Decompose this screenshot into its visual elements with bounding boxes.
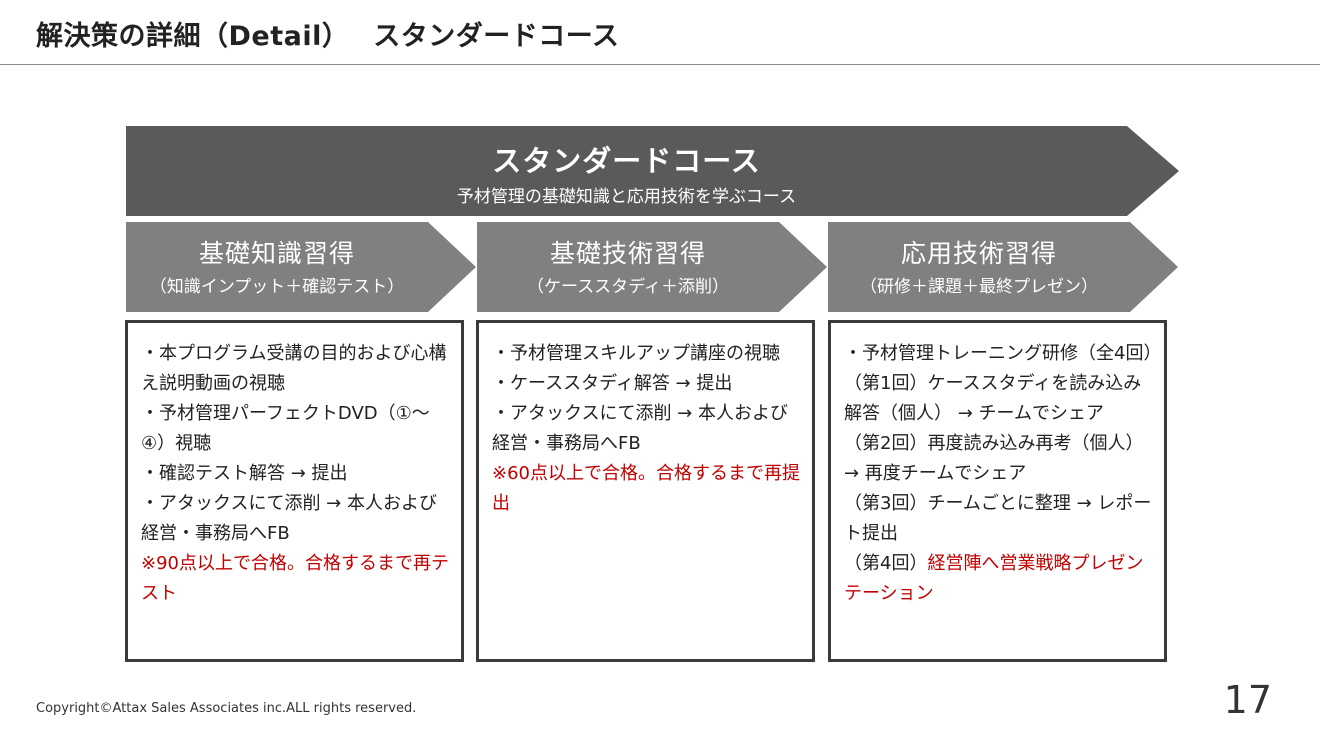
list-item: （第3回）チームごとに整理 → レポート提出 bbox=[844, 493, 1152, 544]
detail-box-basic-skills: ・予材管理スキルアップ講座の視聴 ・ケーススタディ解答 → 提出 ・アタックスに… bbox=[476, 320, 815, 662]
final-presentation-note: 経営陣へ営業戦略プレゼンテーション bbox=[844, 553, 1144, 604]
phase-title: 応用技術習得 bbox=[900, 239, 1057, 268]
title-divider bbox=[0, 64, 1320, 65]
copyright-text: Copyright©Attax Sales Associates inc.ALL… bbox=[36, 701, 417, 716]
phase-subtitle: （研修＋課題＋最終プレゼン） bbox=[860, 277, 1098, 297]
phase-subtitle: （ケーススタディ＋添削） bbox=[527, 277, 729, 297]
banner-title: スタンダードコース bbox=[492, 144, 761, 178]
course-banner: スタンダードコース 予材管理の基礎知識と応用技術を学ぶコース bbox=[126, 126, 1179, 216]
page-number: 17 bbox=[1223, 678, 1272, 722]
list-item: ・アタックスにて添削 → 本人および経営・事務局へFB bbox=[141, 493, 437, 544]
list-item: （第1回）ケーススタディを読み込み解答（個人） → チームでシェア bbox=[844, 373, 1142, 424]
phase-title: 基礎技術習得 bbox=[549, 239, 706, 268]
phase-subtitle: （知識インプット＋確認テスト） bbox=[149, 277, 405, 297]
list-item: ・予材管理パーフェクトDVD（①～④）視聴 bbox=[141, 403, 430, 454]
phase-title: 基礎知識習得 bbox=[198, 239, 355, 268]
page-title-course: スタンダードコース bbox=[373, 21, 620, 52]
pass-criteria-note: ※60点以上で合格。合格するまで再提出 bbox=[492, 463, 800, 514]
list-item: ・ケーススタディ解答 → 提出 bbox=[492, 373, 733, 394]
list-item: ・確認テスト解答 → 提出 bbox=[141, 463, 348, 484]
phase-arrow-basic-skills: 基礎技術習得 （ケーススタディ＋添削） bbox=[477, 222, 827, 312]
list-item-final-session: （第4回）経営陣へ営業戦略プレゼンテーション bbox=[844, 549, 1154, 609]
list-item: ・予材管理トレーニング研修（全4回） bbox=[844, 343, 1162, 364]
phase-arrow-applied-skills: 応用技術習得 （研修＋課題＋最終プレゼン） bbox=[828, 222, 1178, 312]
page-title-main: 解決策の詳細（Detail） bbox=[36, 21, 336, 52]
list-item: （第2回）再度読み込み再考（個人） → 再度チームでシェア bbox=[844, 433, 1144, 484]
detail-box-knowledge: ・本プログラム受講の目的および心構え説明動画の視聴 ・予材管理パーフェクトDVD… bbox=[125, 320, 464, 662]
pass-criteria-note: ※90点以上で合格。合格するまで再テスト bbox=[141, 553, 449, 604]
detail-box-applied-skills: ・予材管理トレーニング研修（全4回） （第1回）ケーススタディを読み込み解答（個… bbox=[828, 320, 1167, 662]
session-label: （第4回） bbox=[844, 553, 928, 574]
phase-arrow-knowledge: 基礎知識習得 （知識インプット＋確認テスト） bbox=[126, 222, 476, 312]
list-item: ・予材管理スキルアップ講座の視聴 bbox=[492, 343, 780, 364]
list-item: ・本プログラム受講の目的および心構え説明動画の視聴 bbox=[141, 343, 447, 394]
page-title: 解決策の詳細（Detail） スタンダードコース bbox=[36, 14, 619, 53]
list-item: ・アタックスにて添削 → 本人および経営・事務局へFB bbox=[492, 403, 788, 454]
banner-subtitle: 予材管理の基礎知識と応用技術を学ぶコース bbox=[456, 187, 797, 207]
